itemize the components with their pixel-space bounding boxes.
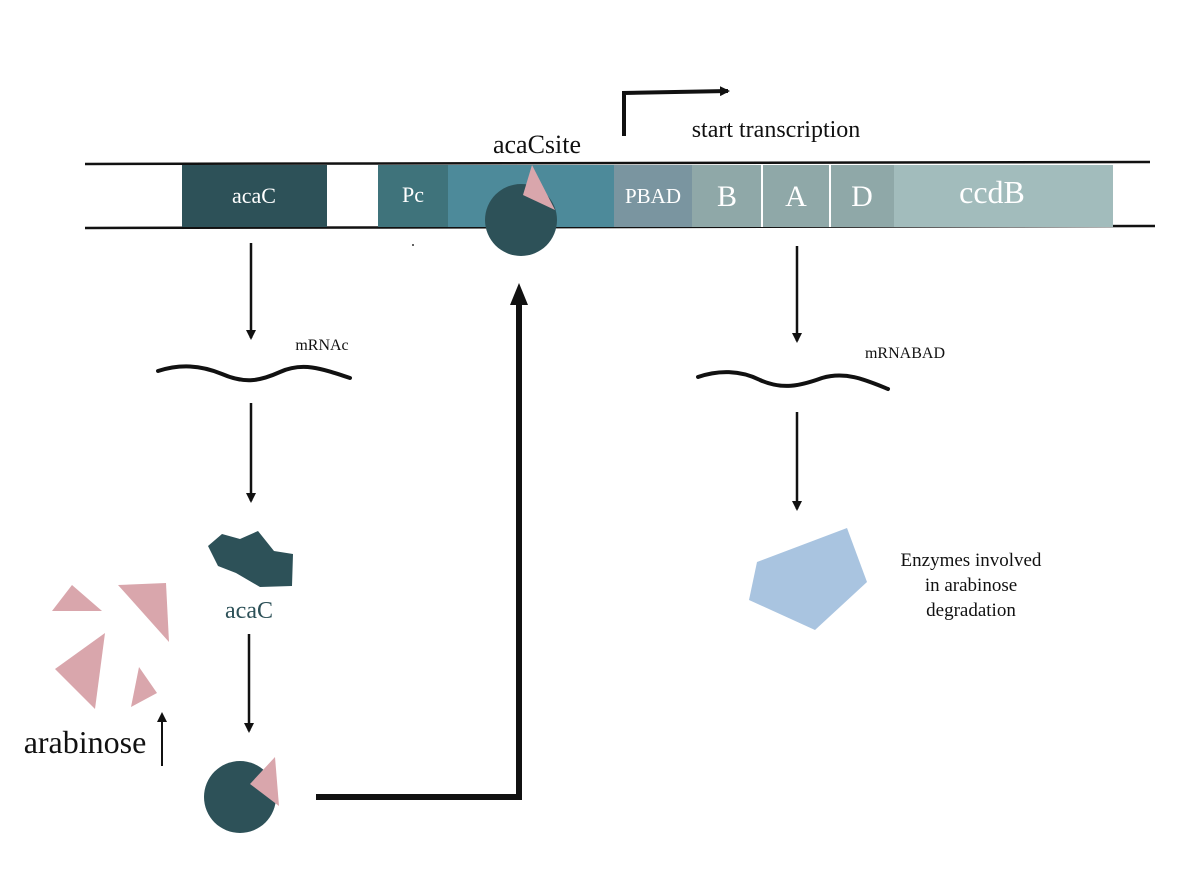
enzyme-icon [749,528,867,630]
enzymes-label-line-1: Enzymes involved [901,550,1042,571]
acac-protein-icon [208,531,293,587]
segment-pc [378,165,448,227]
mrnac-label: mRNAc [295,337,348,354]
acac-arabinose-complex-icon [204,757,279,833]
mrna-bad-wave-icon [696,370,890,391]
arrow-complex-to-site [316,283,528,800]
mrna-c-wave-icon [156,364,352,383]
segment-b-label: B [717,180,737,213]
transcription-start-arrow-icon [622,86,730,136]
segment-a-label: A [785,180,807,213]
acacsite-label: acaCsite [493,130,581,159]
segment-b [692,165,762,227]
enzymes-label: Enzymes involved in arabinose degradatio… [901,550,1042,621]
mrnabad-label: mRNABAD [865,345,945,362]
dot [412,244,414,246]
dna-top-strand [84,160,1151,166]
segment-d [831,165,894,227]
segment-pbad [614,165,692,227]
arabinose-triangles-icon [52,583,169,709]
segment-pc-label: Pc [402,182,424,207]
start-transcription-label: start transcription [692,117,861,143]
segment-ccdb-label: ccdB [959,174,1025,210]
enzymes-label-line-3: degradation [926,600,1016,621]
enzymes-label-line-2: in arabinose [925,575,1017,596]
segment-d-label: D [851,180,873,213]
arabinose-label: arabinose [24,724,147,760]
bound-acac-complex-icon [485,165,557,256]
acac-protein-label: acaC [225,598,273,624]
segment-ccdb [894,165,1113,227]
segment-pbad-label: PBAD [625,184,681,208]
segment-acac [182,165,327,227]
segment-acac-label: acaC [232,183,276,208]
segment-a [763,165,830,227]
